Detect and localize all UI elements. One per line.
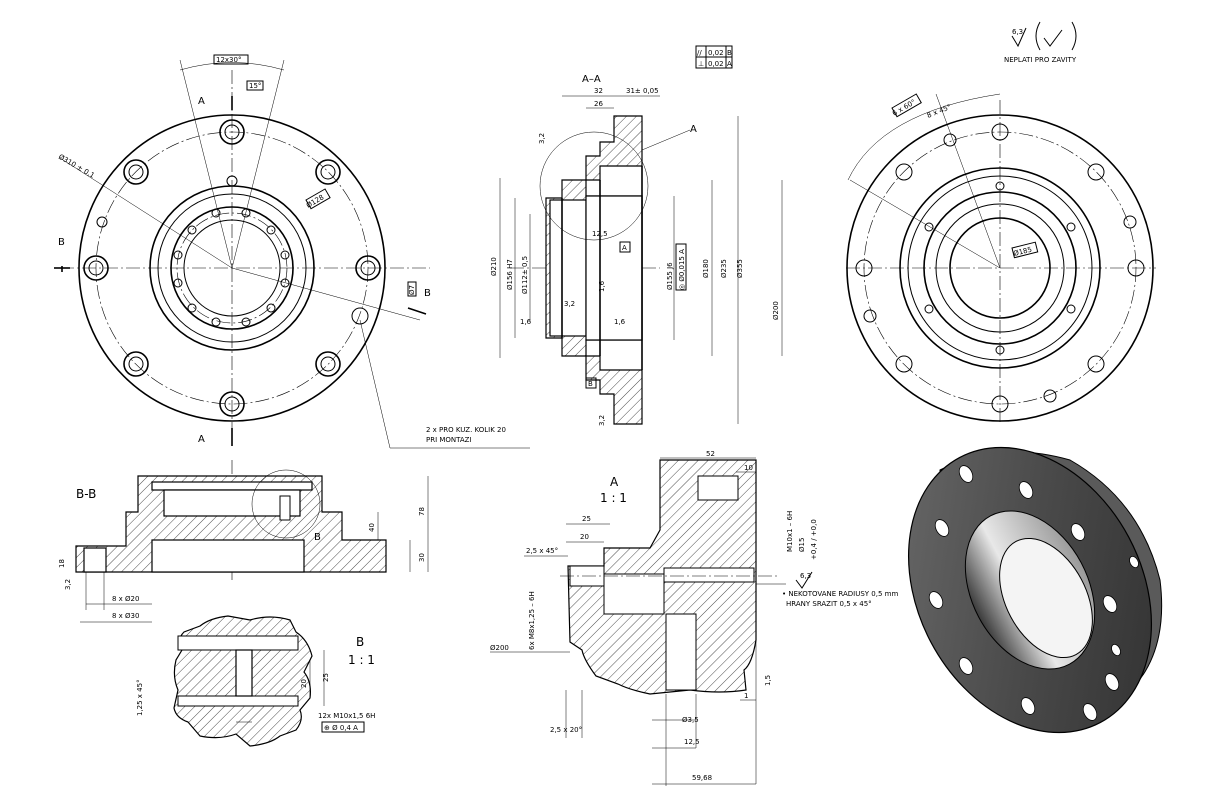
detail-a-dim-52: 52 — [706, 450, 715, 458]
detail-b-chamfer: 1,25 x 45° — [136, 679, 144, 716]
holes-8x20: 8 x Ø20 — [112, 595, 139, 603]
detail-a-thread-m10: M10x1 – 6H — [786, 511, 794, 552]
section-b-right-label: B — [424, 288, 431, 299]
rough-aa-16c: 1,6 — [598, 280, 606, 292]
angle-15-box: 15° — [249, 82, 261, 90]
dia-128-label: Ø128 — [305, 193, 325, 209]
section-bb-title: B-B — [76, 487, 96, 501]
detail-a-rough-icon — [795, 571, 813, 589]
dia-310-label: Ø310 ± 0,1 — [57, 153, 96, 180]
section-aa-title: A–A — [582, 74, 601, 85]
detail-a-dim-1: 1 — [744, 692, 748, 700]
dia-235: Ø235 — [720, 259, 728, 278]
rough-aa-32b: 3,2 — [564, 300, 575, 308]
isometric-holes — [928, 465, 1139, 721]
angle-pattern-box: 12x30° — [216, 56, 241, 64]
tol-frame-2-datum: A — [727, 60, 732, 68]
detail-a-rough: 6,3 — [800, 572, 811, 580]
pin-note-line1: 2 x PRO KUZ. KOLIK 20 — [426, 426, 506, 434]
dia-355: Ø355 — [736, 259, 744, 278]
detail-b-title: B — [356, 635, 364, 649]
detail-a-dim-3-5: Ø3,5 — [682, 716, 699, 724]
detail-a-dim-20: 20 — [580, 533, 589, 541]
dia-210: Ø210 — [490, 257, 498, 276]
dia-7-label: Ø7 — [408, 285, 416, 295]
detail-b-thread: 12x M10x1,5 6H — [318, 712, 375, 720]
paren-left-icon — [1035, 21, 1041, 51]
dim-30: 30 — [418, 553, 426, 562]
detail-a-thread-m8: 6x M8x1,25 – 6H — [528, 591, 536, 650]
rough-aa-32c: 3,2 — [598, 415, 606, 426]
rough-aa-16b: 1,6 — [614, 318, 626, 326]
section-bb-view: B-B B 78 40 30 18 3,2 8 x Ø20 8 x Ø30 — [58, 460, 429, 623]
chamfer-8x45: 8 x 45° — [926, 103, 953, 120]
detail-b-callout: B — [314, 532, 321, 543]
roughness-symbol-small-icon — [1043, 29, 1063, 47]
datum-b-box: B — [588, 380, 593, 388]
dia-180: Ø180 — [702, 259, 710, 278]
detail-b-dim-20: 20 — [300, 679, 308, 688]
dim-12-5: 12,5 — [592, 230, 608, 238]
detail-b-scale: 1 : 1 — [348, 653, 375, 667]
detail-a-note-2: HRANY SRAZIT 0,5 x 45° — [786, 600, 872, 608]
dia-112: Ø112± 0,5 — [521, 256, 529, 294]
detail-a-chamfer-45: 2,5 x 45° — [526, 547, 558, 555]
dim-78: 78 — [418, 507, 426, 516]
detail-a-dia-15: Ø15 — [798, 538, 806, 552]
dim-32: 32 — [594, 87, 603, 95]
tol-frame-2-value: 0,02 — [708, 60, 724, 68]
isometric-render — [907, 446, 1163, 734]
detail-a-dim-59-68: 59,68 — [692, 774, 712, 782]
back-view: 6 x 60° 8 x 45° Ø185 — [846, 93, 1156, 424]
section-a-bottom-label: A — [198, 434, 205, 445]
tolerance-frames: // 0,02 B ⊥ 0,02 A — [695, 45, 733, 69]
detail-a-note-1: • NEKOTOVANE RADIUSY 0,5 mm — [782, 590, 898, 598]
detail-a-dia-200: Ø200 — [490, 644, 509, 652]
outer-bolt-holes — [83, 119, 381, 417]
inner-threaded-holes — [173, 175, 290, 327]
detail-a-dim-10: 10 — [744, 464, 753, 472]
back-bolt-holes — [855, 123, 1145, 413]
rough-aa-top: 3,2 — [538, 133, 546, 144]
datum-a-box: A — [622, 244, 627, 252]
roughness-symbol-icon — [1011, 27, 1027, 48]
detail-a-chamfer-20: 2,5 x 20° — [550, 726, 582, 734]
tol-frame-1-datum: B — [727, 49, 732, 57]
section-b-left-label: B — [58, 237, 65, 248]
tol-frame-1-symbol: // — [697, 49, 702, 57]
detail-b-view: B 1 : 1 20 25 1,25 x 45° 12x M10x1,5 6H … — [136, 615, 375, 747]
surface-roughness-note: 6,3 NEPLATI PRO ZAVITY — [1004, 21, 1077, 64]
gdt-155: ◎ Ø0,015 A — [678, 249, 686, 290]
detail-b-dim-25: 25 — [322, 673, 330, 682]
detail-a-view: A 1 : 1 52 10 25 20 2,5 x 45° 6x M8x1,25… — [490, 450, 898, 786]
detail-a-rough-1-5: 1,5 — [764, 675, 772, 686]
dia-200-aa: Ø200 — [772, 301, 780, 320]
dim-18: 18 — [58, 559, 66, 568]
paren-right-icon — [1071, 21, 1077, 51]
roughness-value: 6,3 — [1012, 28, 1023, 36]
dim-31: 31± 0,05 — [626, 87, 659, 95]
detail-a-tol-15: +0,4 / +0,0 — [810, 519, 818, 560]
detail-a-scale: 1 : 1 — [600, 491, 627, 505]
dim-26: 26 — [594, 100, 603, 108]
tol-frame-2-symbol: ⊥ — [698, 60, 704, 68]
pin-note-line2: PRI MONTAZI — [426, 436, 472, 444]
dim-40: 40 — [368, 523, 376, 532]
detail-b-gdt: ⊕ Ø 0,4 A — [324, 724, 358, 732]
dia-156: Ø156 H7 — [506, 259, 514, 290]
rough-aa-16a: 1,6 — [520, 318, 532, 326]
detail-a-callout: A — [690, 124, 697, 135]
front-view: A A B B 12x30° 15° Ø310 ± 0,1 Ø128 Ø7 2 … — [54, 54, 530, 449]
rough-bb: 3,2 — [64, 579, 72, 590]
detail-a-dim-25: 25 — [582, 515, 591, 523]
section-a-top-label: A — [198, 96, 205, 107]
detail-a-dim-12-5: 12,5 — [684, 738, 700, 746]
dia-155: Ø155 J6 — [666, 262, 674, 290]
section-aa-view: A–A A 32 26 31± 0,05 3,2 12,5 A B Ø210 Ø… — [490, 74, 783, 426]
tol-frame-1-value: 0,02 — [708, 49, 724, 57]
roughness-exception-note: NEPLATI PRO ZAVITY — [1004, 56, 1077, 64]
holes-8x30: 8 x Ø30 — [112, 612, 139, 620]
detail-a-title: A — [610, 475, 619, 489]
